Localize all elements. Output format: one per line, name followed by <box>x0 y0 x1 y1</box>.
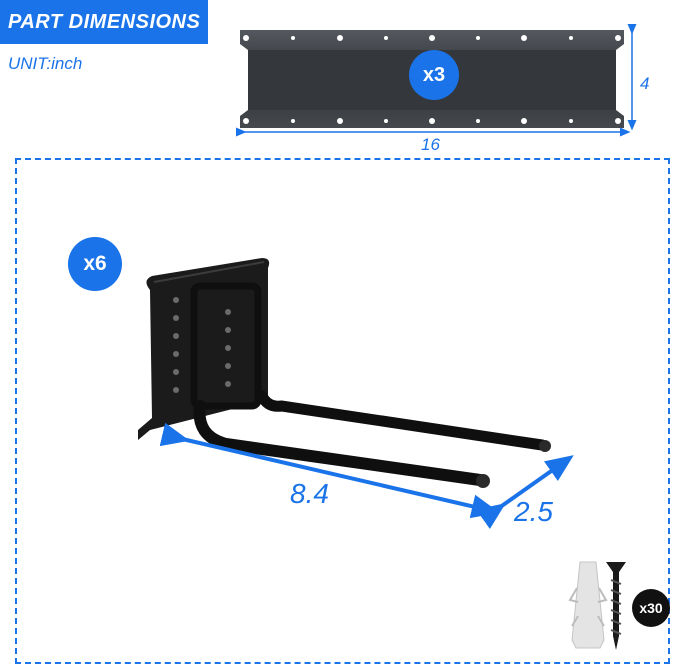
hook-length-dimension-line <box>159 422 500 519</box>
hook-depth-dimension-line <box>476 455 574 530</box>
hook-length-label: 8.4 <box>290 478 329 509</box>
hook-illustration <box>138 258 551 488</box>
rail-height-label: 4 <box>640 74 650 93</box>
title-banner: PART DIMENSIONS <box>0 0 208 44</box>
screw-icon <box>606 562 626 650</box>
hook-quantity-badge: x6 <box>68 237 122 291</box>
rail-width-label: 16 <box>421 135 440 154</box>
anchor-quantity-badge: x30 <box>632 589 670 627</box>
wall-anchor-icon <box>568 561 608 649</box>
hook-section-frame <box>15 158 670 664</box>
page-title: PART DIMENSIONS <box>8 10 201 33</box>
hook-depth-label: 2.5 <box>514 496 553 527</box>
unit-label: UNIT:inch <box>8 54 83 73</box>
rail-quantity-badge: x3 <box>409 50 459 100</box>
